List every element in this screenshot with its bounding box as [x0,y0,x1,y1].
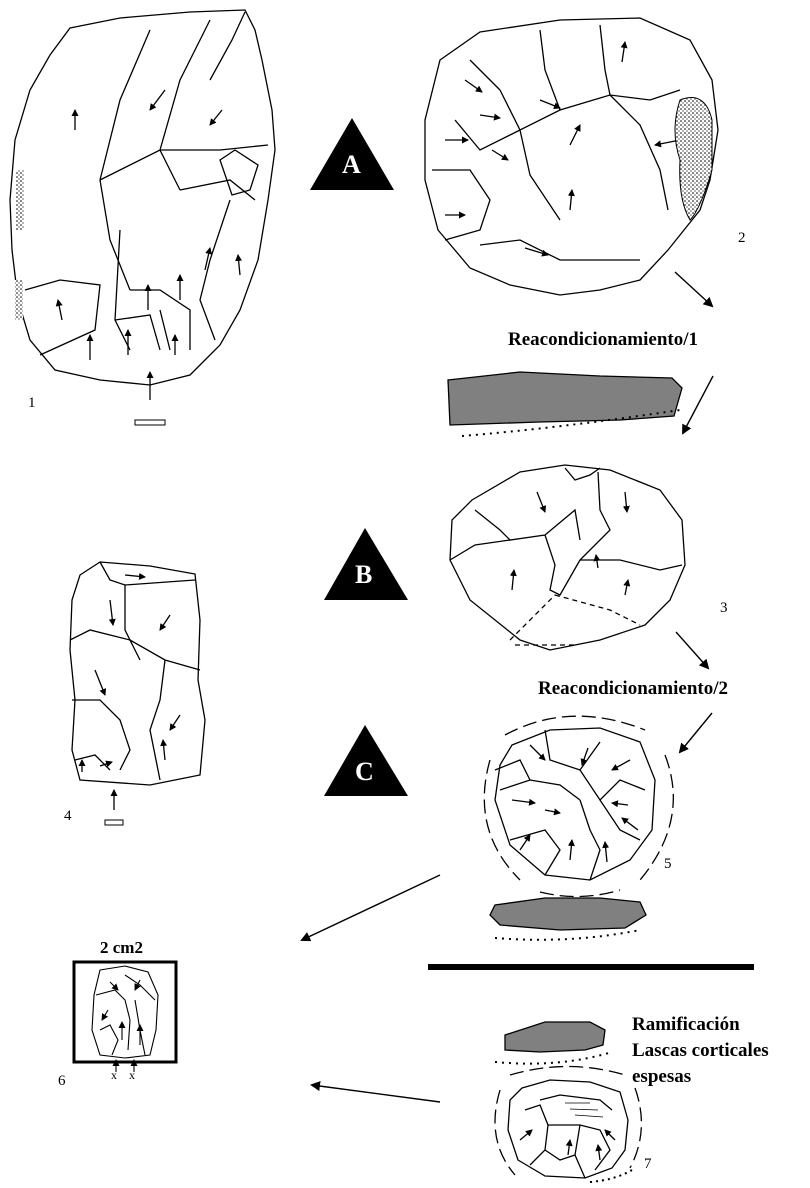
artifact-6-core [92,966,158,1072]
figure-number-5: 5 [664,856,672,873]
x-mark: x [111,1068,117,1083]
artifact-2-core [425,18,718,295]
flow-arrow [676,632,708,668]
label-ramificacion: Ramificación [632,1014,740,1036]
label-reacondicionamiento-1: Reacondicionamiento/1 [508,329,698,351]
label-lascas-corticales: Lascas corticales [632,1040,769,1062]
section-profile-1 [448,372,682,425]
dashed-outline [505,716,645,735]
flow-arrow [680,713,712,752]
flow-arrow [302,875,440,940]
dashed-outline [495,1090,515,1175]
figure-number-6: 6 [58,1073,66,1090]
dashed-outline [510,1067,625,1076]
separator-line [428,964,754,970]
x-mark: x [129,1068,135,1083]
cortex-patch [16,170,24,230]
flow-arrow [312,1085,440,1102]
cortex-patch [675,98,712,221]
dashed-outline [630,1088,641,1168]
figure-number-3: 3 [720,600,728,617]
label-scale: 2 cm2 [100,938,143,958]
flow-arrow [683,376,713,433]
artifact-7-core [508,1080,628,1178]
section-profile-2 [490,898,646,930]
figure-number-1: 1 [28,395,36,412]
section-profile-3 [505,1022,605,1052]
dotted-line [495,1052,612,1064]
figure-number-7: 7 [644,1156,652,1173]
figure-number-2: 2 [738,230,746,247]
platform-symbol [135,420,165,425]
dotted-line [590,1170,632,1182]
label-espesas: espesas [632,1066,691,1088]
flow-arrow [675,272,712,306]
dashed-outline [540,890,620,897]
artifact-1-core [10,10,275,400]
cortex-patch [15,280,23,320]
platform-symbol [105,820,123,825]
triangle-c-label: C [355,757,374,787]
scale-box [74,962,176,1062]
artifact-3-core [450,465,685,650]
triangle-b-label: B [355,560,372,590]
dotted-line [495,930,640,940]
figure-number-4: 4 [64,808,72,825]
label-reacondicionamiento-2: Reacondicionamiento/2 [538,678,728,700]
triangle-a-label: A [342,150,361,180]
artifact-5-core [495,728,655,880]
artifact-4-core [70,562,205,810]
